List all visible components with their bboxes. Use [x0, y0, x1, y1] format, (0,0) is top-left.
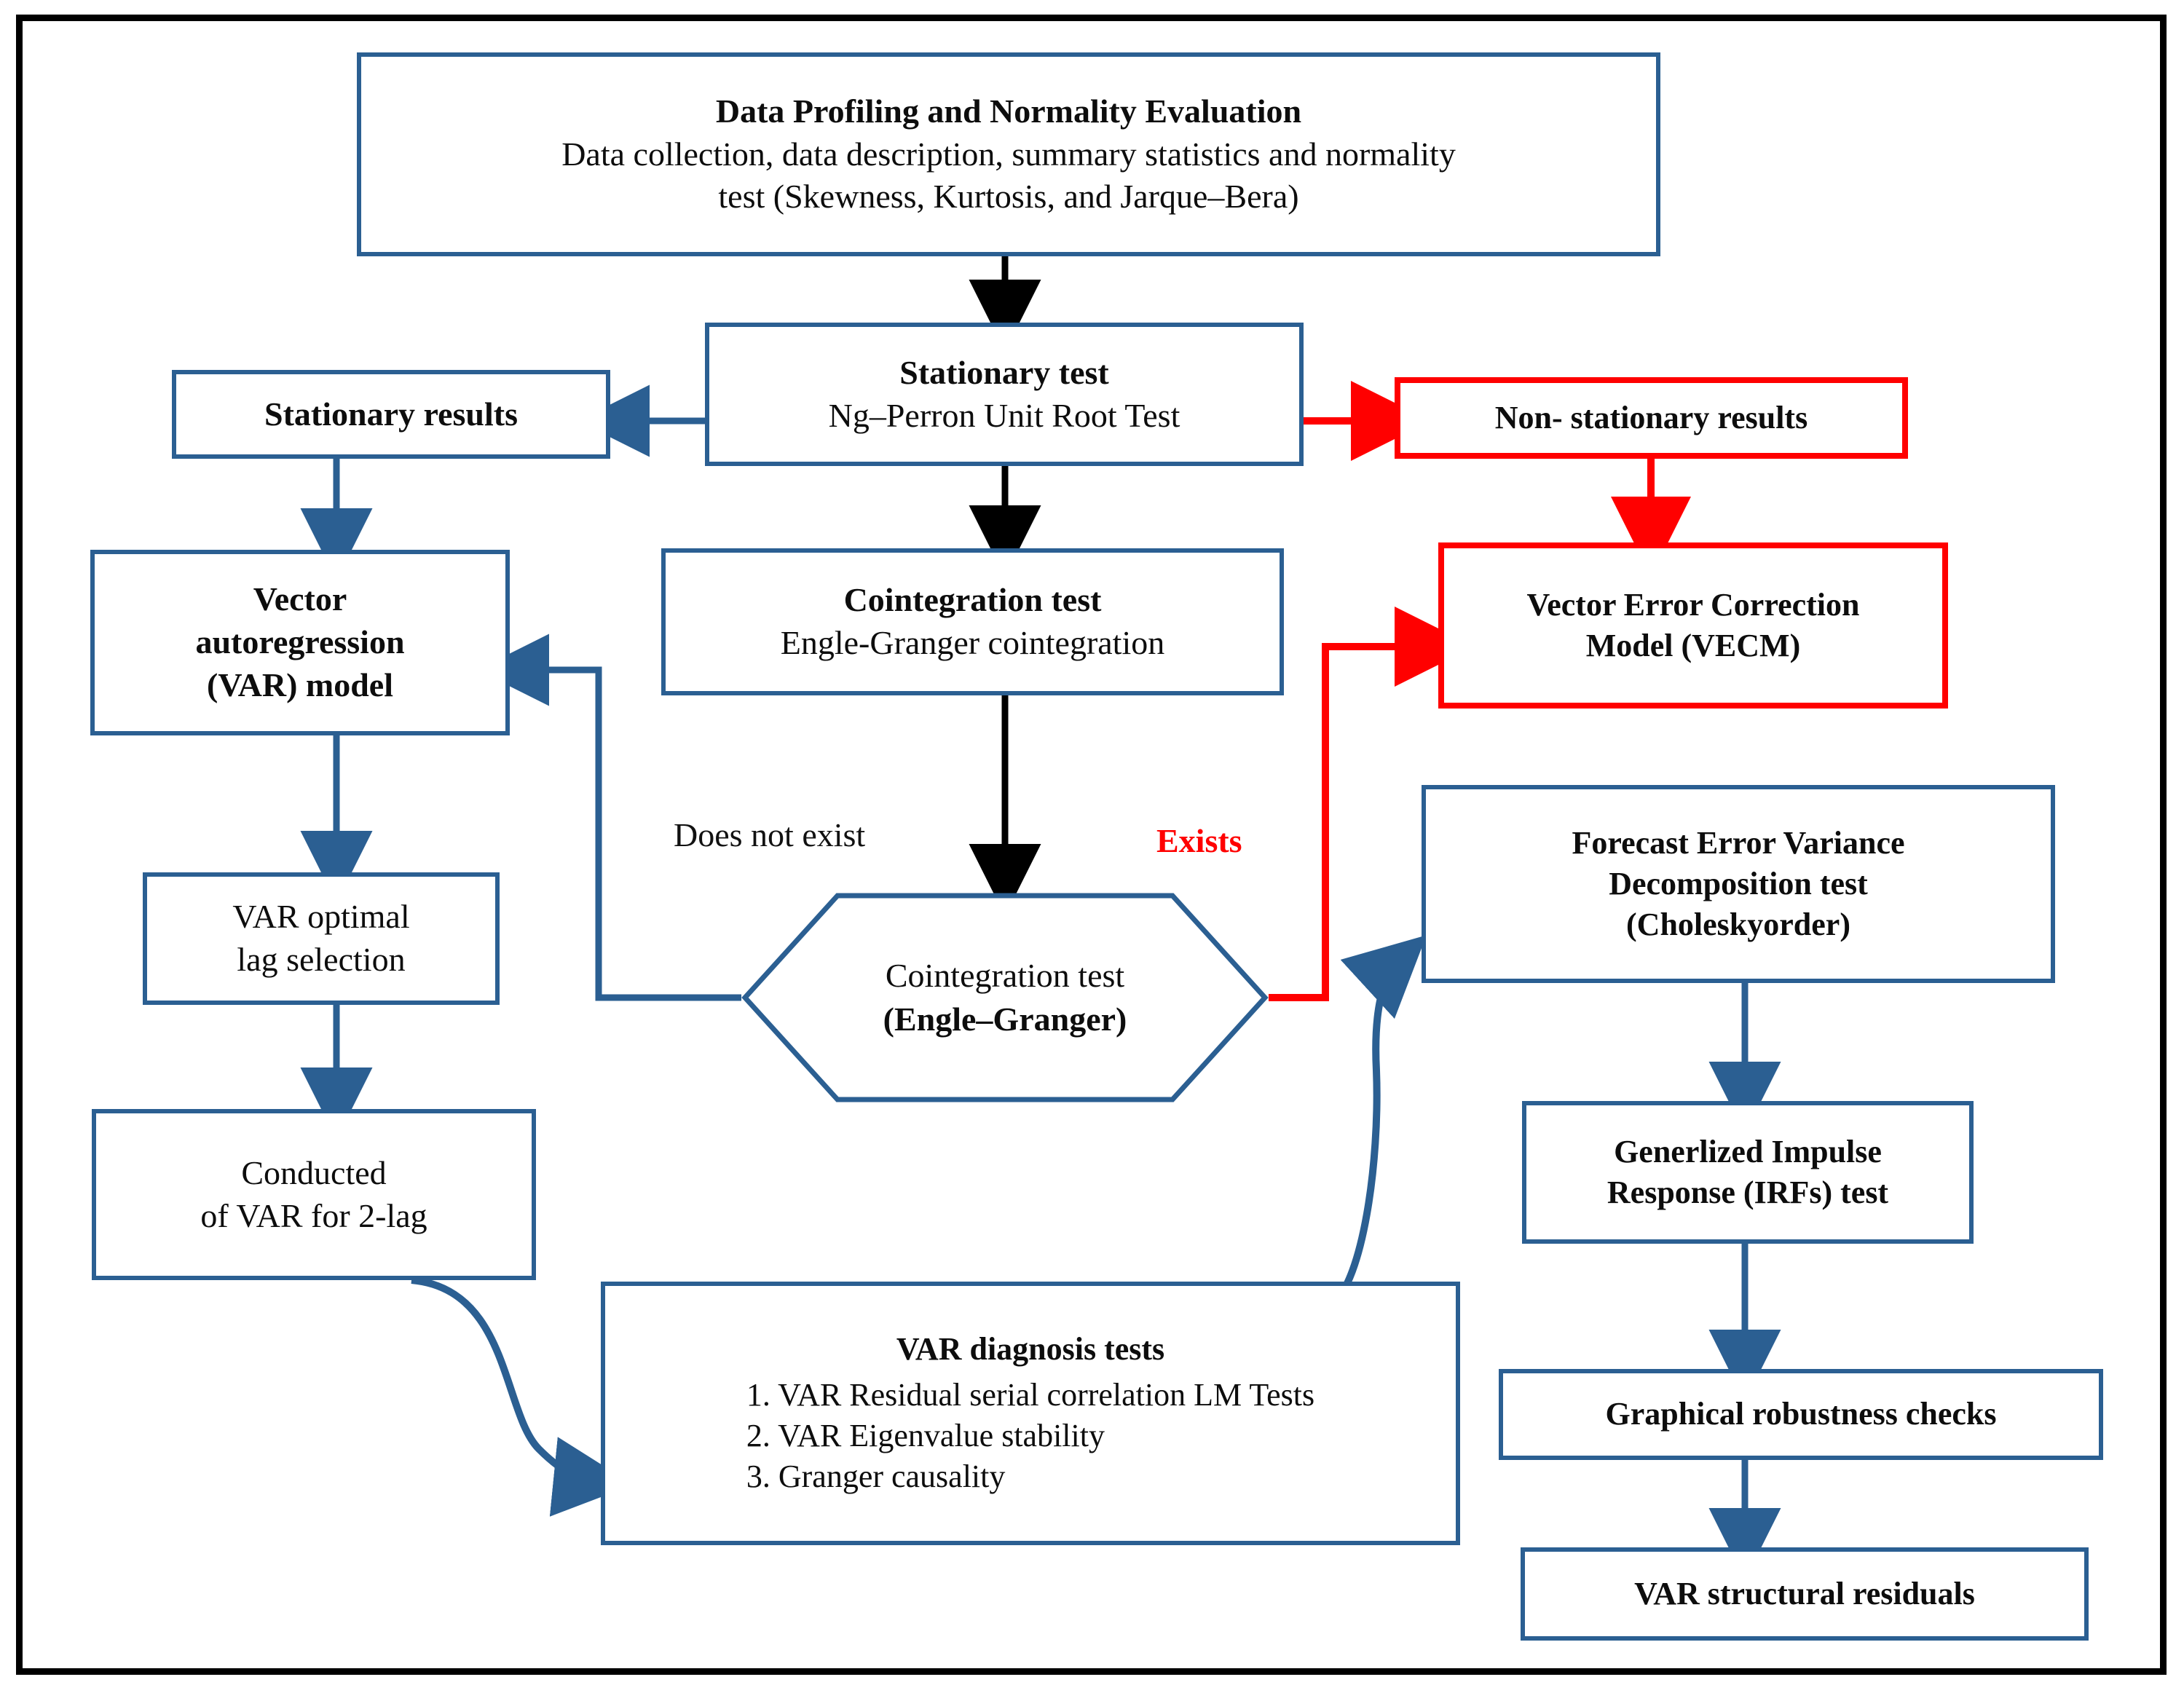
- fevd-line2: Decomposition test: [1609, 865, 1868, 901]
- hexagon-shape: [741, 893, 1269, 1102]
- node-var-diagnosis-tests[interactable]: VAR diagnosis tests 1. VAR Residual seri…: [601, 1282, 1460, 1545]
- data-profiling-heading: Data Profiling and Normality Evaluation: [715, 92, 1302, 130]
- conducted-var-line1: Conducted: [241, 1153, 387, 1191]
- var-lag-line2: lag selection: [237, 941, 406, 978]
- node-irf[interactable]: Generlized Impulse Response (IRFs) test: [1522, 1101, 1974, 1244]
- cointegration-test-heading: Cointegration test: [843, 581, 1102, 619]
- fevd-line3: (Choleskyorder): [1626, 907, 1850, 943]
- node-fevd[interactable]: Forecast Error Variance Decomposition te…: [1422, 785, 2055, 983]
- edge-label-does-not-exist: Does not exist: [674, 816, 866, 853]
- node-non-stationary-results[interactable]: Non- stationary results: [1395, 377, 1908, 459]
- data-profiling-line1: Data collection, data description, summa…: [561, 135, 1456, 173]
- vecm-line2: Model (VECM): [1585, 628, 1801, 663]
- edge-label-exists: Exists: [1156, 822, 1242, 859]
- var-model-line2: autoregression: [195, 623, 405, 661]
- var-diagnosis-item-2: 2. VAR Eigenvalue stability: [746, 1418, 1105, 1453]
- stationary-results-label: Stationary results: [264, 395, 518, 433]
- node-stationary-results[interactable]: Stationary results: [172, 370, 610, 459]
- var-diagnosis-item-1: 1. VAR Residual serial correlation LM Te…: [746, 1376, 1315, 1413]
- cointegration-test-line1: Engle-Granger cointegration: [780, 624, 1165, 661]
- node-cointegration-decision[interactable]: Cointegration test (Engle–Granger): [741, 892, 1269, 1103]
- irf-line2: Response (IRFs) test: [1607, 1175, 1889, 1210]
- node-var-structural-residuals[interactable]: VAR structural residuals: [1521, 1547, 2089, 1641]
- irf-line1: Generlized Impulse: [1614, 1133, 1882, 1169]
- stationary-test-heading: Stationary test: [899, 353, 1109, 391]
- node-data-profiling[interactable]: Data Profiling and Normality Evaluation …: [357, 52, 1660, 256]
- node-stationary-test[interactable]: Stationary test Ng–Perron Unit Root Test: [705, 323, 1304, 466]
- vecm-line1: Vector Error Correction: [1526, 586, 1860, 623]
- var-model-line1: Vector: [253, 580, 347, 618]
- node-cointegration-test[interactable]: Cointegration test Engle-Granger cointeg…: [661, 548, 1284, 695]
- node-graphical-robustness-checks[interactable]: Graphical robustness checks: [1499, 1369, 2103, 1460]
- node-var-lag-selection[interactable]: VAR optimal lag selection: [143, 872, 500, 1005]
- structural-residuals-label: VAR structural residuals: [1634, 1575, 1975, 1611]
- var-diagnosis-item-3: 3. Granger causality: [746, 1459, 1006, 1495]
- robustness-label: Graphical robustness checks: [1605, 1396, 1997, 1432]
- node-conducted-var[interactable]: Conducted of VAR for 2-lag: [92, 1109, 536, 1280]
- fevd-line1: Forecast Error Variance: [1572, 824, 1905, 861]
- var-model-line3: (VAR) model: [207, 666, 393, 703]
- var-diagnosis-heading: VAR diagnosis tests: [896, 1331, 1165, 1368]
- var-lag-line1: VAR optimal: [232, 898, 410, 936]
- stationary-test-line1: Ng–Perron Unit Root Test: [828, 396, 1180, 434]
- cointegration-decision-line2: (Engle–Granger): [883, 1001, 1127, 1038]
- node-var-model[interactable]: Vector autoregression (VAR) model: [90, 550, 510, 735]
- conducted-var-line2: of VAR for 2-lag: [200, 1196, 427, 1234]
- data-profiling-line2: test (Skewness, Kurtosis, and Jarque–Ber…: [718, 178, 1299, 216]
- outer-frame-border: [16, 15, 2167, 1675]
- node-vecm[interactable]: Vector Error Correction Model (VECM): [1438, 542, 1948, 709]
- cointegration-decision-line1: Cointegration test: [885, 957, 1125, 995]
- non-stationary-results-label: Non- stationary results: [1494, 399, 1808, 435]
